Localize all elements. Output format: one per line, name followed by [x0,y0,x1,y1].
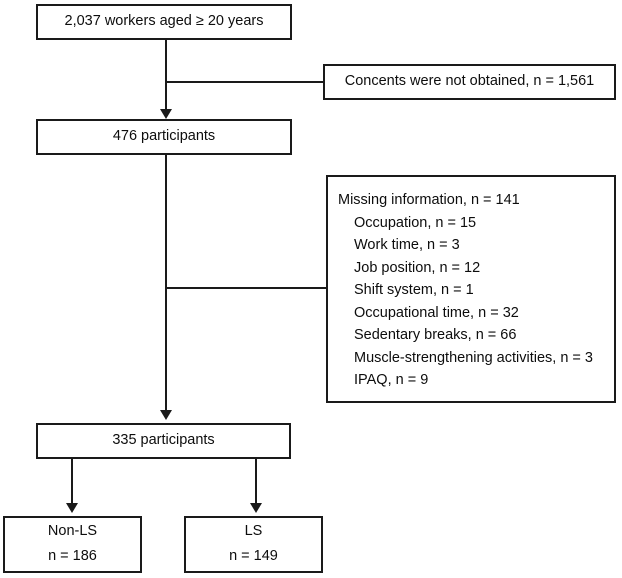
node-non-ls: Non-LS n = 186 [3,516,142,573]
missing-info-item: Occupation, n = 15 [354,214,477,231]
node-participants-476-label: 476 participants [112,128,216,145]
missing-info-item: IPAQ, n = 9 [354,372,429,388]
node-non-ls-count: n = 186 [48,548,97,564]
connector-trunk-upper [165,40,167,116]
arrowhead-to-ls [250,503,262,513]
missing-info-header: Missing information, n = 141 [338,192,520,208]
connector-to-non-ls [71,459,73,508]
connector-trunk-lower [165,155,167,416]
node-non-ls-content: Non-LS n = 186 [48,522,97,566]
node-total-workers-label: 2,037 workers aged ≥ 20 years [64,13,264,30]
node-participants-335-label: 335 participants [112,432,215,449]
node-no-consent: Concents were not obtained, n = 1,561 [323,64,616,100]
missing-info-item: Muscle-strengthening activities, n = 3 [354,349,593,366]
node-missing-information: Missing information, n = 141 Occupation,… [326,175,616,403]
connector-branch-no-consent [165,81,323,83]
arrowhead-to-335 [160,410,172,420]
missing-info-item: Sedentary breaks, n = 66 [354,327,517,343]
connector-branch-missing-info [165,287,326,289]
missing-info-item: Occupational time, n = 32 [354,304,519,321]
node-participants-476: 476 participants [36,119,292,155]
arrowhead-to-non-ls [66,503,78,513]
node-participants-335: 335 participants [36,423,291,459]
arrowhead-to-476 [160,109,172,119]
missing-info-item: Work time, n = 3 [354,237,460,253]
node-no-consent-label: Concents were not obtained, n = 1,561 [344,73,595,90]
connector-to-ls [255,459,257,508]
node-ls: LS n = 149 [184,516,323,573]
node-ls-content: LS n = 149 [229,522,278,566]
node-ls-count: n = 149 [229,548,278,564]
missing-info-item: Job position, n = 12 [354,259,481,276]
node-ls-label: LS [244,523,263,540]
node-total-workers: 2,037 workers aged ≥ 20 years [36,4,292,40]
missing-info-item: Shift system, n = 1 [354,282,474,298]
node-non-ls-label: Non-LS [47,523,98,540]
